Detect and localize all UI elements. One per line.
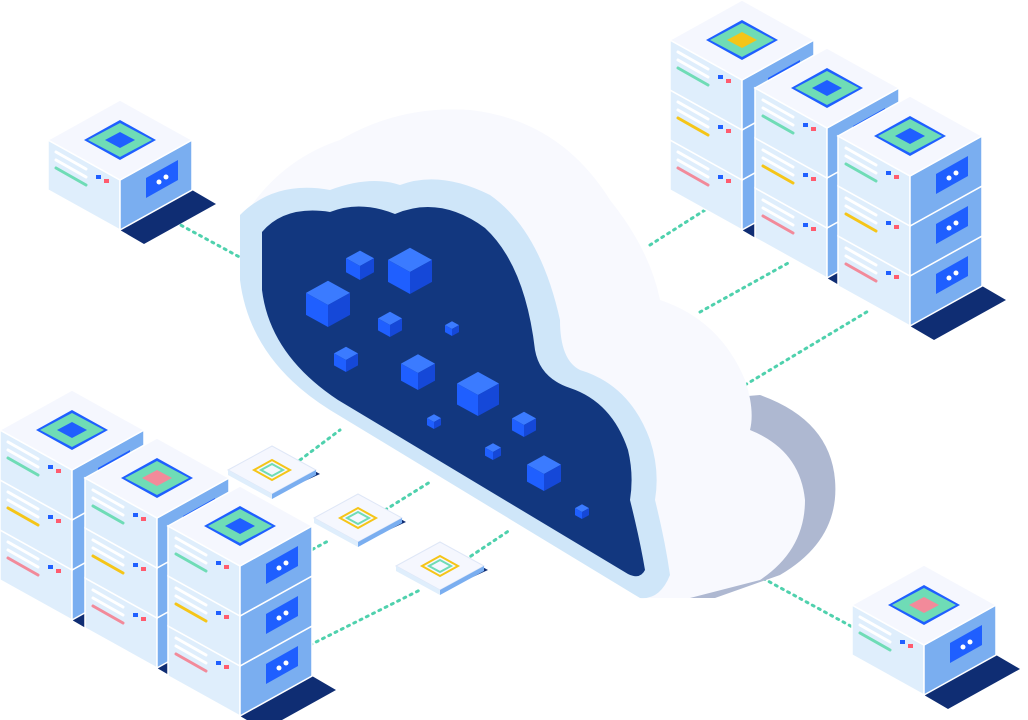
cube-icon <box>527 455 561 491</box>
server-shadow <box>240 676 336 720</box>
chip-icon <box>394 541 488 595</box>
connector-line <box>718 553 860 632</box>
server-unit <box>837 184 983 278</box>
server-unit <box>167 524 313 618</box>
drive-bay <box>950 625 982 663</box>
connector-lines <box>173 208 872 647</box>
cube-icon <box>512 411 536 437</box>
server-shadow <box>910 286 1006 340</box>
cube-icon <box>334 346 358 372</box>
server-stack-icon <box>836 95 1006 340</box>
cube-icon <box>427 414 441 429</box>
cube-icon <box>457 371 499 416</box>
cube-icon <box>401 354 435 390</box>
cube-icon <box>445 321 459 336</box>
cloud-icon <box>240 109 836 599</box>
connector-line <box>698 260 792 314</box>
drive-bay <box>266 546 298 584</box>
connector-line <box>298 428 342 462</box>
server-shadow <box>924 655 1020 709</box>
cube-icon <box>575 504 589 519</box>
cube-icon <box>346 250 374 280</box>
chip-icon <box>312 493 406 547</box>
server-unit <box>167 574 313 668</box>
drive-bay <box>936 256 968 294</box>
cube-cluster <box>306 247 589 519</box>
cube-icon <box>306 280 350 327</box>
drive-bay <box>266 646 298 684</box>
connector-line <box>173 220 247 262</box>
server-shadow <box>120 190 216 244</box>
drive-bay <box>936 206 968 244</box>
server-stack-icon <box>850 564 1020 709</box>
cube-icon <box>378 311 402 337</box>
drive-bay <box>146 160 178 198</box>
cube-icon <box>388 247 432 294</box>
drive-bay <box>266 596 298 634</box>
connector-line <box>308 588 422 647</box>
connector-line <box>383 480 432 512</box>
server-unit <box>837 234 983 328</box>
server-unit <box>47 138 193 232</box>
connector-line <box>743 308 872 387</box>
server-stack-icon <box>166 485 336 720</box>
chip-icon <box>226 445 320 499</box>
server-stack-icon <box>46 99 216 244</box>
cube-icon <box>485 443 501 460</box>
connector-line <box>463 528 512 562</box>
connector-line <box>648 208 707 247</box>
drive-bay <box>936 156 968 194</box>
